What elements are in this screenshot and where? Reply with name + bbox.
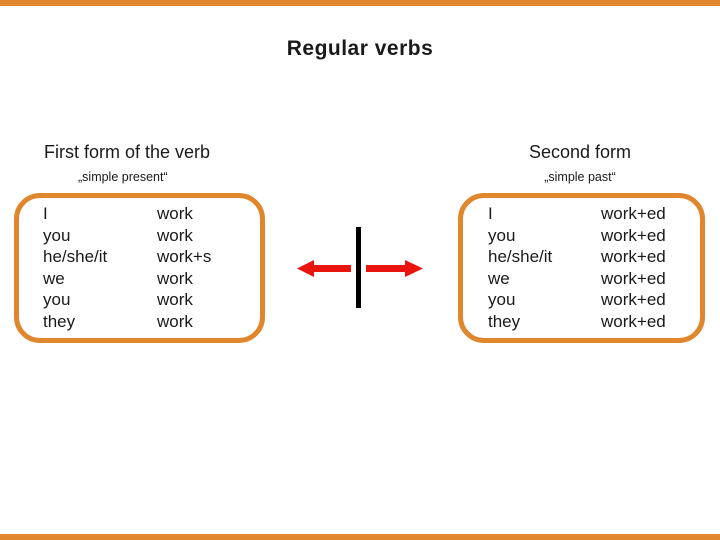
verb-form: work <box>157 225 193 245</box>
pronoun: he/she/it <box>43 247 108 266</box>
verb-form: work <box>157 311 193 331</box>
verb-form: work <box>157 290 193 309</box>
table-row: they work <box>43 311 260 333</box>
left-panel-subtitle: „simple present“ <box>78 170 168 184</box>
pronoun: he/she/it <box>488 247 553 266</box>
past-conjugation-table: I work+ed you work+ed he/she/it work+ed … <box>463 198 700 332</box>
pronoun: you <box>488 290 516 309</box>
bottom-accent-bar <box>0 534 720 540</box>
pronoun: I <box>488 204 493 223</box>
verb-form: work <box>157 268 193 288</box>
pronoun: we <box>43 268 65 288</box>
table-row: they work+ed <box>488 311 700 333</box>
pronoun: they <box>43 311 76 331</box>
pronoun: you <box>488 225 516 245</box>
verb-form: work+ed <box>601 247 666 266</box>
pronoun: I <box>43 204 48 223</box>
transformation-arrows <box>297 227 423 308</box>
pronoun: we <box>488 268 510 288</box>
verb-form: work+ed <box>601 225 666 245</box>
pronoun: you <box>43 290 71 309</box>
verb-form: work <box>157 204 193 223</box>
verb-form: work+ed <box>601 290 666 309</box>
table-row: he/she/it work+s <box>43 246 260 268</box>
table-row: we work <box>43 268 260 290</box>
verb-form: work+ed <box>601 268 666 288</box>
present-tense-box: I work you work he/she/it work+s we work… <box>14 193 265 343</box>
slide-title: Regular verbs <box>286 37 434 60</box>
right-panel-subtitle: „simple past“ <box>544 170 616 184</box>
table-row: you work+ed <box>488 225 700 247</box>
past-tense-box: I work+ed you work+ed he/she/it work+ed … <box>458 193 705 343</box>
verb-form: work+ed <box>601 311 666 331</box>
right-panel-header: Second form „simple past“ <box>440 0 720 190</box>
right-panel-heading: Second form <box>528 142 632 162</box>
top-accent-bar <box>0 0 720 6</box>
left-arrow-icon <box>297 260 351 277</box>
table-row: I work <box>43 203 260 225</box>
table-row: he/she/it work+ed <box>488 246 700 268</box>
table-row: you work+ed <box>488 289 700 311</box>
left-panel-heading: First form of the verb <box>44 142 211 162</box>
pronoun: you <box>43 225 71 245</box>
right-arrow-icon <box>366 260 423 277</box>
present-conjugation-table: I work you work he/she/it work+s we work… <box>19 198 260 332</box>
verb-form: work+s <box>157 247 212 266</box>
verb-form: work+ed <box>601 204 666 223</box>
table-row: we work+ed <box>488 268 700 290</box>
table-row: you work <box>43 225 260 247</box>
table-row: you work <box>43 289 260 311</box>
pronoun: they <box>488 311 521 331</box>
table-row: I work+ed <box>488 203 700 225</box>
vertical-divider <box>356 227 361 308</box>
